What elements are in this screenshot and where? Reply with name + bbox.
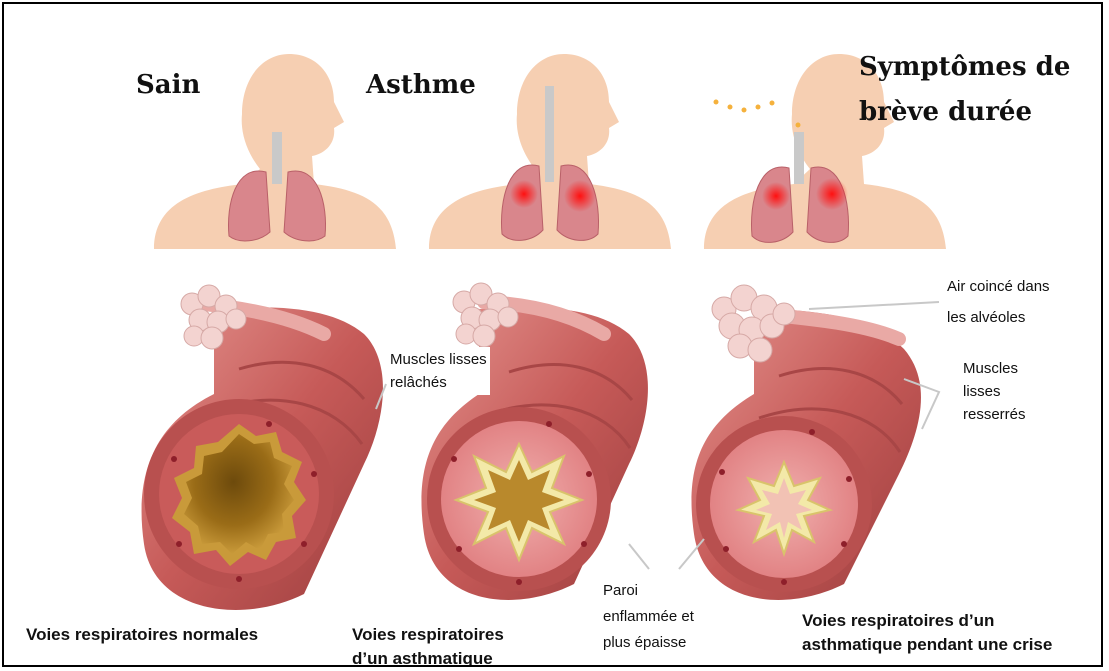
annotation-relaxed-muscles: Muscles lisses relâchés bbox=[387, 347, 490, 395]
airway-normal bbox=[142, 285, 383, 610]
annotation-wall-line2: enflammée et bbox=[603, 604, 694, 630]
caption-asthmatic: Voies respiratoires d’un asthmatique bbox=[352, 623, 504, 667]
heading-asthma: Asthme bbox=[366, 70, 476, 100]
caption-crisis: Voies respiratoires d’un asthmatique pen… bbox=[802, 609, 1052, 657]
annotation-inflamed-wall: Paroi enflammée et plus épaisse bbox=[600, 577, 697, 657]
annotation-air-trapped: Air coincé dans les alvéoles bbox=[944, 274, 1053, 330]
annotation-air-trapped-line1: Air coincé dans bbox=[947, 275, 1050, 298]
annotation-wall-line1: Paroi bbox=[603, 578, 694, 604]
caption-asthmatic-line2: d’un asthmatique bbox=[352, 647, 504, 667]
heading-short-symptoms-line1: Symptômes de bbox=[859, 52, 1070, 82]
caption-crisis-line2: asthmatique pendant une crise bbox=[802, 633, 1052, 657]
annotation-air-trapped-line2: les alvéoles bbox=[947, 306, 1050, 329]
annotation-tightened-muscles: Muscles lisses resserrés bbox=[960, 356, 1029, 427]
annotation-tightened-line3: resserrés bbox=[963, 403, 1026, 426]
caption-crisis-line1: Voies respiratoires d’un bbox=[802, 609, 1052, 633]
airway-asthmatic bbox=[421, 283, 647, 600]
heading-healthy: Sain bbox=[136, 70, 200, 100]
caption-asthmatic-line1: Voies respiratoires bbox=[352, 623, 504, 647]
annotation-tightened-line1: Muscles bbox=[963, 357, 1026, 380]
heading-short-symptoms-line2: brève durée bbox=[859, 97, 1032, 127]
annotation-relaxed-line2: relâchés bbox=[390, 371, 487, 394]
annotation-relaxed-line1: Muscles lisses bbox=[390, 348, 487, 371]
caption-normal: Voies respiratoires normales bbox=[26, 623, 258, 647]
airway-crisis bbox=[692, 285, 921, 600]
annotation-tightened-line2: lisses bbox=[963, 380, 1026, 403]
annotation-wall-line3: plus épaisse bbox=[603, 630, 694, 656]
torso-short-symptoms bbox=[704, 54, 946, 249]
